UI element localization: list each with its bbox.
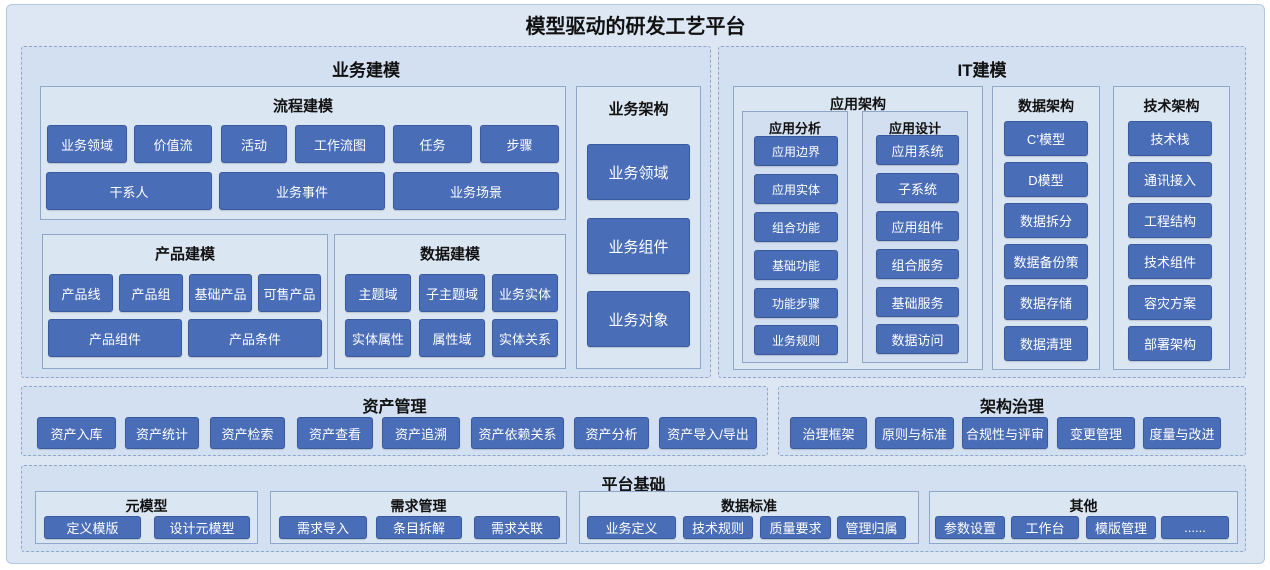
others-title: 其他: [1069, 498, 1098, 514]
requirements-item[interactable]: 需求关联: [474, 516, 560, 539]
asset-item[interactable]: 资产分析: [574, 417, 649, 449]
asset-item[interactable]: 资产检索: [210, 417, 285, 449]
data-architecture-item[interactable]: C’模型: [1004, 121, 1088, 156]
it-modeling-title: IT建模: [957, 61, 1007, 80]
app-design-item[interactable]: 应用系统: [876, 135, 959, 165]
app-analysis-item[interactable]: 业务规则: [754, 325, 838, 355]
tech-architecture-item[interactable]: 技术组件: [1128, 244, 1212, 279]
data-modeling-item[interactable]: 实体关系: [492, 319, 558, 357]
process-item[interactable]: 业务领域: [47, 125, 127, 163]
process-item[interactable]: 业务事件: [219, 172, 385, 210]
tech-architecture-item[interactable]: 技术栈: [1128, 121, 1212, 156]
page-title: 模型驱动的研发工艺平台: [525, 16, 746, 38]
process-item[interactable]: 任务: [393, 125, 472, 163]
meta-model-title: 元模型: [125, 498, 168, 514]
asset-item[interactable]: 资产查看: [297, 417, 373, 449]
data-architecture-item[interactable]: 数据备份策: [1004, 244, 1088, 279]
data-modeling-title: 数据建模: [419, 246, 480, 263]
app-design-item[interactable]: 子系统: [876, 173, 959, 203]
app-analysis-item[interactable]: 组合功能: [754, 212, 838, 242]
product-modeling-title: 产品建模: [154, 246, 215, 263]
data-standards-item[interactable]: 管理归属: [837, 516, 906, 539]
requirements-title: 需求管理: [390, 498, 447, 514]
business-modeling-title: 业务建模: [332, 61, 400, 80]
app-design-title: 应用设计: [888, 121, 941, 136]
data-architecture-item[interactable]: 数据清理: [1004, 326, 1088, 361]
process-item[interactable]: 步骤: [480, 125, 559, 163]
governance-item[interactable]: 治理框架: [790, 417, 867, 449]
business-architecture-item[interactable]: 业务对象: [587, 291, 690, 347]
data-modeling-item[interactable]: 属性域: [419, 319, 485, 357]
data-modeling-item[interactable]: 实体属性: [345, 319, 411, 357]
data-modeling-item[interactable]: 子主题域: [419, 274, 485, 312]
app-design-item[interactable]: 数据访问: [876, 324, 959, 354]
product-item[interactable]: 产品线: [49, 274, 113, 312]
app-analysis-item[interactable]: 基础功能: [754, 250, 838, 280]
platform-title: 平台基础: [601, 477, 666, 494]
data-standards-item[interactable]: 质量要求: [760, 516, 831, 539]
data-modeling-item[interactable]: 业务实体: [492, 274, 558, 312]
business-architecture-item[interactable]: 业务领域: [587, 144, 690, 200]
tech-architecture-item[interactable]: 通讯接入: [1128, 162, 1212, 197]
requirements-item[interactable]: 条目拆解: [376, 516, 462, 539]
data-architecture-title: 数据架构: [1018, 98, 1074, 114]
tech-architecture-item[interactable]: 部署架构: [1128, 326, 1212, 361]
product-item[interactable]: 产品组件: [48, 319, 182, 357]
business-architecture-item[interactable]: 业务组件: [587, 218, 690, 274]
process-item[interactable]: 活动: [221, 125, 287, 163]
app-architecture-title: 应用架构: [830, 96, 886, 112]
process-modeling-title: 流程建模: [272, 98, 333, 115]
governance-item[interactable]: 合规性与评审: [962, 417, 1048, 449]
meta-model-item[interactable]: 定义模版: [44, 516, 141, 539]
process-item[interactable]: 工作流图: [295, 125, 385, 163]
product-item[interactable]: 产品条件: [188, 319, 322, 357]
app-design-item[interactable]: 组合服务: [876, 249, 959, 279]
data-standards-title: 数据标准: [721, 498, 777, 514]
product-item[interactable]: 产品组: [119, 274, 183, 312]
asset-item[interactable]: 资产依赖关系: [471, 417, 564, 449]
others-item[interactable]: 参数设置: [935, 516, 1005, 539]
app-design-item[interactable]: 应用组件: [876, 211, 959, 241]
arch-governance-title: 架构治理: [979, 399, 1044, 416]
process-item[interactable]: 价值流: [134, 125, 212, 163]
others-item[interactable]: 工作台: [1011, 516, 1079, 539]
business-architecture-title: 业务架构: [608, 101, 669, 118]
asset-item[interactable]: 资产入库: [37, 417, 116, 449]
product-item[interactable]: 可售产品: [258, 274, 321, 312]
governance-item[interactable]: 度量与改进: [1143, 417, 1221, 449]
others-item[interactable]: ......: [1161, 516, 1229, 539]
governance-item[interactable]: 原则与标准: [875, 417, 954, 449]
data-architecture-item[interactable]: D模型: [1004, 162, 1088, 197]
app-design-item[interactable]: 基础服务: [876, 287, 959, 317]
app-analysis-title: 应用分析: [768, 121, 821, 136]
asset-item[interactable]: 资产导入/导出: [659, 417, 757, 449]
tech-architecture-item[interactable]: 工程结构: [1128, 203, 1212, 238]
data-standards-item[interactable]: 业务定义: [587, 516, 676, 539]
app-analysis-item[interactable]: 功能步骤: [754, 288, 838, 318]
tech-architecture-item[interactable]: 容灾方案: [1128, 285, 1212, 320]
data-modeling-item[interactable]: 主题域: [345, 274, 411, 312]
data-architecture-item[interactable]: 数据拆分: [1004, 203, 1088, 238]
asset-item[interactable]: 资产统计: [125, 417, 199, 449]
requirements-item[interactable]: 需求导入: [279, 516, 367, 539]
governance-item[interactable]: 变更管理: [1057, 417, 1135, 449]
app-analysis-item[interactable]: 应用实体: [754, 174, 838, 204]
process-item[interactable]: 干系人: [46, 172, 212, 210]
process-item[interactable]: 业务场景: [393, 172, 559, 210]
product-item[interactable]: 基础产品: [189, 274, 252, 312]
data-architecture-item[interactable]: 数据存储: [1004, 285, 1088, 320]
others-item[interactable]: 模版管理: [1086, 516, 1156, 539]
app-analysis-item[interactable]: 应用边界: [754, 136, 838, 166]
data-standards-item[interactable]: 技术规则: [683, 516, 753, 539]
asset-management-title: 资产管理: [362, 399, 427, 416]
meta-model-item[interactable]: 设计元模型: [154, 516, 250, 539]
asset-item[interactable]: 资产追溯: [382, 417, 460, 449]
tech-architecture-title: 技术架构: [1143, 98, 1200, 114]
